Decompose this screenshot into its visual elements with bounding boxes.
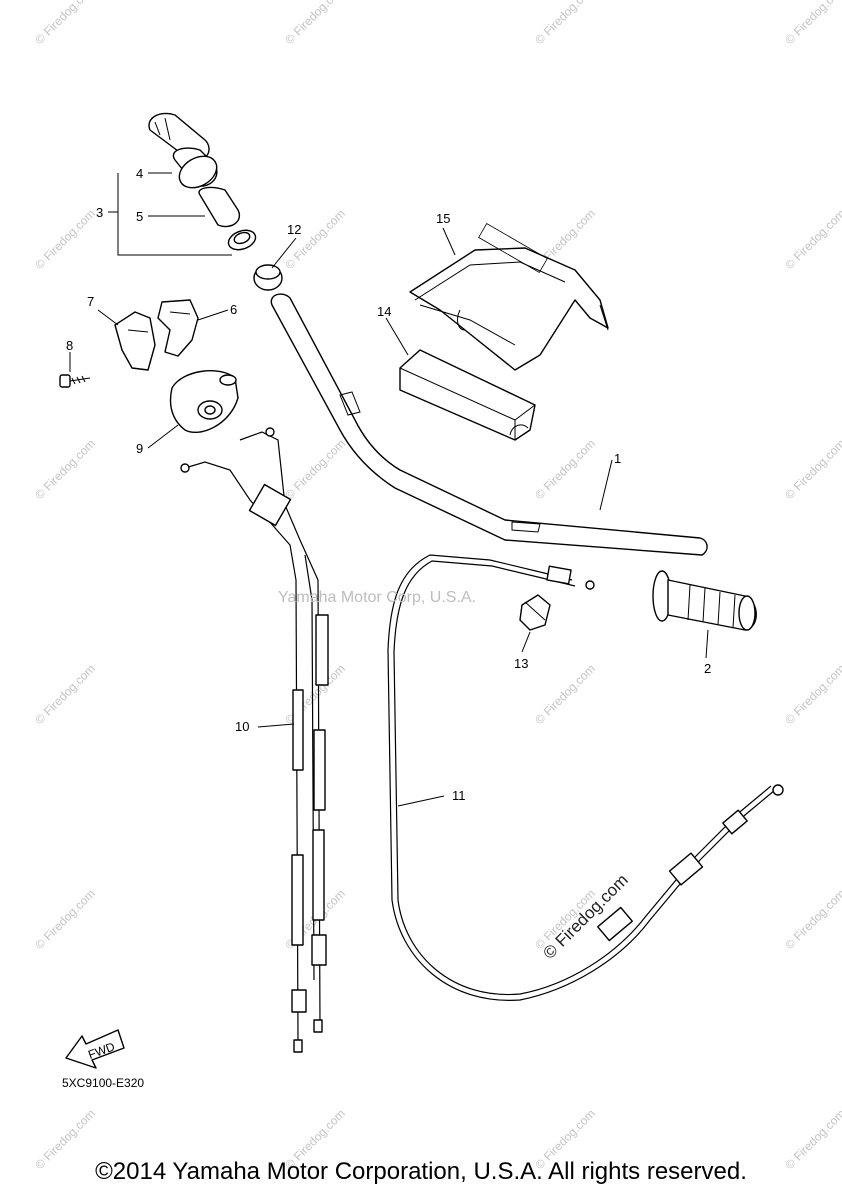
right-grip <box>652 570 757 631</box>
throttle-housing-upper <box>157 299 199 357</box>
diagram-code: 5XC9100-E320 <box>62 1076 144 1090</box>
handlebar-cover <box>409 223 609 371</box>
callouts: 1 2 3 4 5 6 7 8 9 10 11 12 13 14 15 <box>66 166 711 803</box>
firedog-watermark: © Firedog.com <box>782 206 842 272</box>
firedog-watermark: © Firedog.com <box>782 0 842 47</box>
throttle-guide <box>169 370 239 433</box>
firedog-watermark: © Firedog.com <box>532 436 598 502</box>
firedog-watermark: © Firedog.com <box>782 661 842 727</box>
callout-8: 8 <box>66 338 73 353</box>
callout-9: 9 <box>136 441 143 456</box>
callout-1: 1 <box>614 451 621 466</box>
clutch-cable <box>387 554 784 1001</box>
firedog-watermark: © Firedog.com <box>32 206 98 272</box>
callout-7: 7 <box>87 294 94 309</box>
callout-15: 15 <box>436 211 450 226</box>
copyright-notice: ©2014 Yamaha Motor Corporation, U.S.A. A… <box>95 1158 747 1185</box>
throttle-housing-lower <box>114 311 156 371</box>
firedog-watermark: © Firedog.com <box>532 0 598 47</box>
firedog-watermark: © Firedog.com <box>532 661 598 727</box>
callout-4: 4 <box>136 166 143 181</box>
callout-10: 10 <box>235 719 249 734</box>
callout-14: 14 <box>377 304 391 319</box>
callout-6: 6 <box>230 302 237 317</box>
handlebar-pad <box>399 349 536 441</box>
grip-assembly-left <box>148 112 257 251</box>
firedog-watermark: © Firedog.com <box>32 886 98 952</box>
leader-lines <box>69 172 709 807</box>
fwd-arrow <box>65 1029 125 1069</box>
firedog-watermark: © Firedog.com <box>282 0 348 47</box>
throttle-cables <box>180 427 329 1053</box>
firedog-watermark: © Firedog.com <box>282 661 348 727</box>
firedog-watermark: © Firedog.com <box>32 661 98 727</box>
watermark-layer: © Firedog.com © Firedog.com © Firedog.com ©… <box>32 0 842 1172</box>
callout-11: 11 <box>452 788 466 803</box>
handlebar <box>270 293 708 556</box>
adjuster <box>519 594 551 631</box>
corp-watermark: Yamaha Motor Corp, U.S.A. <box>278 589 476 606</box>
firedog-watermark: © Firedog.com <box>32 0 98 47</box>
collar <box>253 264 283 291</box>
firedog-watermark: © Firedog.com <box>32 436 98 502</box>
callout-13: 13 <box>514 656 528 671</box>
screw <box>59 374 91 388</box>
firedog-watermark: © Firedog.com <box>282 436 348 502</box>
callout-2: 2 <box>704 661 711 676</box>
firedog-watermark: © Firedog.com <box>782 886 842 952</box>
callout-5: 5 <box>136 209 143 224</box>
firedog-watermark: © Firedog.com <box>782 436 842 502</box>
firedog-watermark: © Firedog.com <box>282 206 348 272</box>
callout-3: 3 <box>96 205 103 220</box>
callout-12: 12 <box>287 222 301 237</box>
